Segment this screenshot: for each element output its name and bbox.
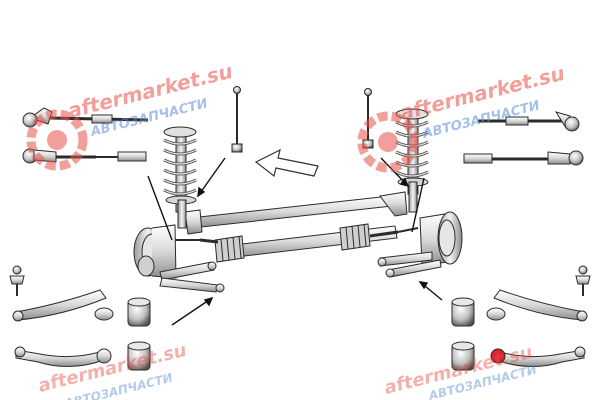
right-lower-control-arms [377, 251, 442, 278]
axle-assembly [175, 191, 419, 263]
left-lower-control-arms [159, 261, 225, 293]
right-steering-boot [339, 223, 371, 251]
left-ball-joint [9, 265, 25, 296]
right-lower-control-arm-part [490, 346, 586, 368]
watermark-logo-bottom-left: aftermarket.su АВТОЗАПЧАСТИ [36, 340, 189, 400]
right-bushing-lower [451, 341, 475, 371]
right-tie-rod-end-lower [463, 150, 584, 166]
forward-direction-arrow [254, 148, 319, 178]
right-upper-control-arm [486, 289, 588, 322]
left-stabilizer-link [231, 86, 243, 153]
left-bushing-lower [127, 341, 151, 371]
left-upper-control-arm [12, 289, 114, 322]
right-bushing-upper [451, 297, 475, 327]
left-steering-boot [214, 235, 245, 263]
right-brake-disc [419, 211, 463, 267]
watermark-logo-left: aftermarket.su АВТОЗАПЧАСТИ [26, 59, 235, 171]
left-brake-disc [133, 224, 177, 279]
pointer-arrows [147, 157, 443, 326]
left-bushing-upper [127, 297, 151, 327]
left-coil-spring-strut [163, 126, 197, 229]
right-tie-rod-end-upper [478, 111, 580, 132]
watermark-logo-right: aftermarket.su АВТОЗАПЧАСТИ [357, 61, 567, 173]
right-ball-joint [575, 265, 591, 296]
left-lower-control-arm-part [14, 346, 112, 368]
